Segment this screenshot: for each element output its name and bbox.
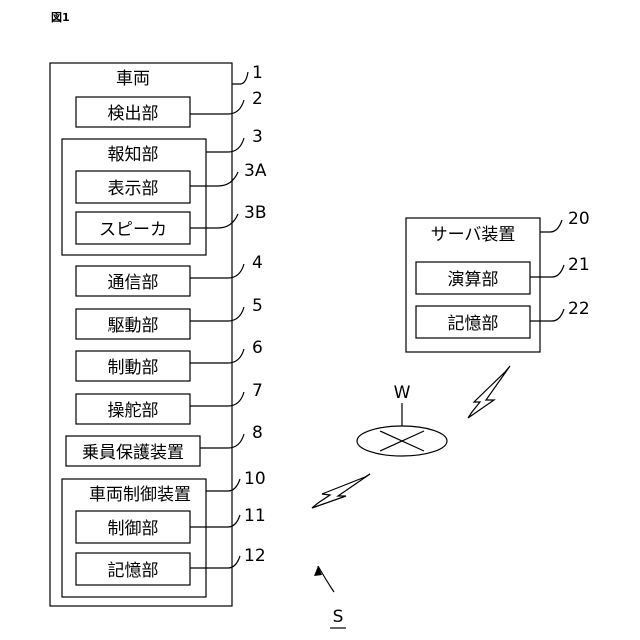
brake-ref: 6 <box>252 338 263 358</box>
vehicle-title: 車両 <box>116 69 150 89</box>
vehicle-storage-ref: 12 <box>244 546 266 566</box>
server-block: サーバ装置 20 演算部 21 記憶部 22 <box>406 209 590 352</box>
control-label: 制御部 <box>108 519 159 539</box>
network-icon <box>357 426 447 456</box>
server-storage-ref: 22 <box>568 299 590 319</box>
system-block: S <box>314 566 346 628</box>
system-ref: S <box>333 607 344 627</box>
speaker-ref: 3B <box>244 203 266 223</box>
control-ref: 11 <box>244 506 266 526</box>
vehicle-leader <box>232 72 248 84</box>
network-block: W <box>357 383 447 456</box>
display-ref: 3A <box>244 161 267 181</box>
vehicle-block: 車両 1 検出部 2 報知部 3 表示部 3A スピーカ 3B 通信部 4 駆動… <box>50 63 267 606</box>
speaker-label: スピーカ <box>99 220 167 240</box>
steering-ref: 7 <box>252 381 263 401</box>
display-label: 表示部 <box>108 179 159 199</box>
compute-label: 演算部 <box>448 270 499 290</box>
brake-label: 制動部 <box>108 358 159 378</box>
occupant-protection-label: 乗員保護装置 <box>82 443 184 463</box>
server-ref: 20 <box>568 209 590 229</box>
vehicle-storage-label: 記憶部 <box>108 561 159 581</box>
detector-ref: 2 <box>252 89 263 109</box>
vehicle-ref: 1 <box>252 63 263 83</box>
vehicle-control-title: 車両制御装置 <box>89 485 191 505</box>
wireless-signal-icon-vehicle <box>312 474 370 508</box>
comm-ref: 4 <box>252 253 263 273</box>
occupant-protection-ref: 8 <box>252 423 263 443</box>
figure-label: 図1 <box>51 10 70 24</box>
comm-label: 通信部 <box>108 273 159 293</box>
server-leader <box>540 220 562 232</box>
drive-label: 駆動部 <box>108 316 159 336</box>
wireless-signal-icon-server <box>468 366 510 418</box>
notifier-title: 報知部 <box>108 145 159 165</box>
compute-ref: 21 <box>568 255 590 275</box>
detector-label: 検出部 <box>108 104 159 124</box>
system-leader <box>318 566 334 592</box>
vehicle-control-ref: 10 <box>244 469 266 489</box>
notifier-ref: 3 <box>252 127 263 147</box>
network-ref: W <box>394 383 411 403</box>
server-storage-label: 記憶部 <box>448 314 499 334</box>
server-title: サーバ装置 <box>431 225 516 245</box>
steering-label: 操舵部 <box>108 401 159 421</box>
drive-ref: 5 <box>252 296 263 316</box>
